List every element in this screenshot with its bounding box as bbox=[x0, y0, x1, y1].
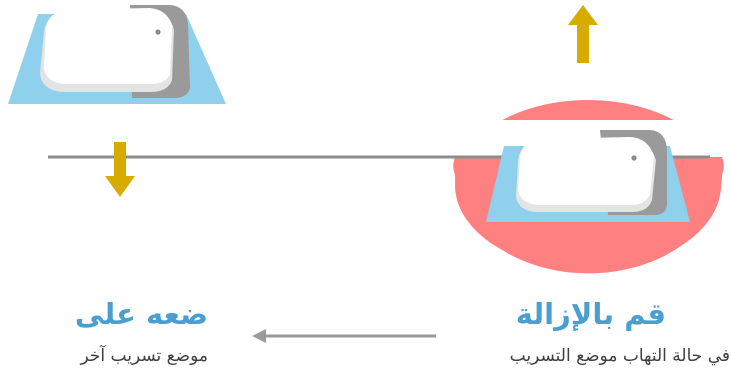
infusion-device-new bbox=[8, 5, 226, 104]
place-title: ضعه على bbox=[74, 297, 208, 331]
device-body bbox=[518, 137, 654, 205]
remove-subtitle: في حالة التهاب موضع التسريب bbox=[509, 346, 730, 366]
arrow-down-icon bbox=[105, 142, 135, 197]
infusion-device-current bbox=[486, 130, 690, 222]
device-indicator bbox=[631, 155, 637, 161]
arrow-up-icon bbox=[568, 5, 598, 63]
device-body bbox=[44, 8, 172, 84]
device-indicator bbox=[155, 29, 161, 35]
place-subtitle: موضع تسريب آخر bbox=[80, 346, 209, 366]
arrow-left-icon bbox=[252, 329, 436, 343]
remove-title: قم بالإزالة bbox=[515, 297, 666, 331]
